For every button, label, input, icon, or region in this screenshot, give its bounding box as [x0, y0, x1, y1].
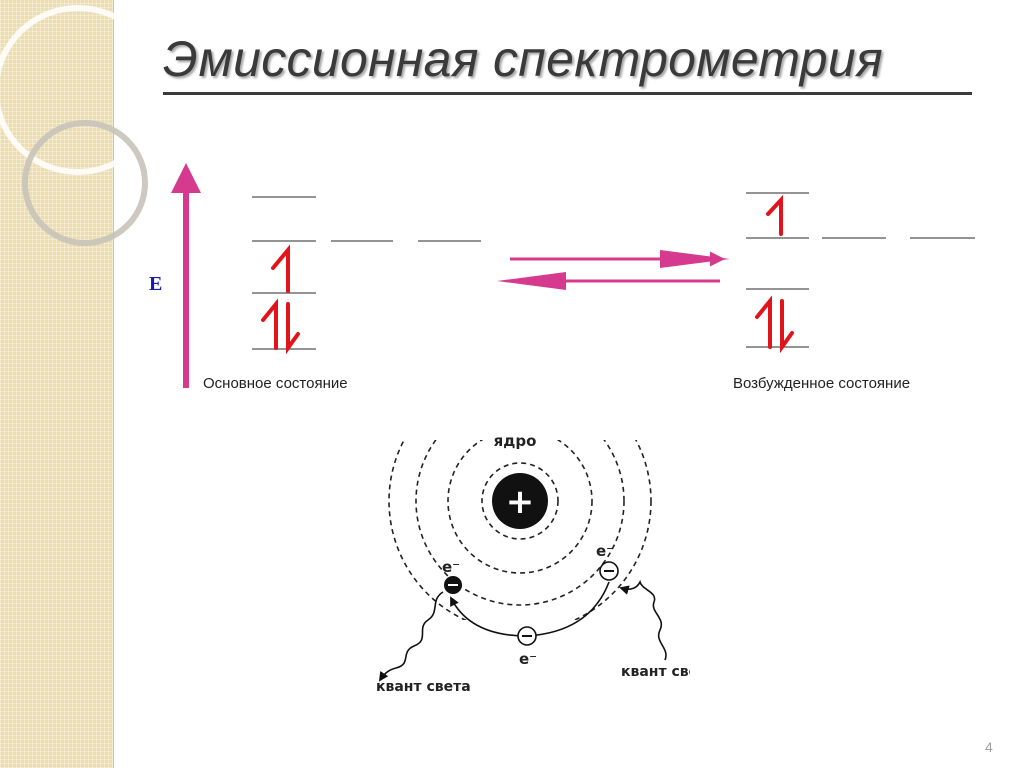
excited-electron-pair — [755, 295, 794, 354]
decorative-rings — [0, 5, 160, 246]
decorative-ring-small — [22, 120, 148, 246]
energy-axis-label: E — [149, 273, 163, 295]
page-number: 4 — [985, 739, 993, 755]
electron-label-bottom: e⁻ — [519, 650, 537, 668]
excited-state-label: Возбужденное состояние — [733, 375, 911, 392]
photon-label-right: квант света — [621, 664, 690, 680]
photon-in-wave — [619, 579, 667, 661]
title-underline — [163, 92, 972, 95]
electron-bottom — [517, 626, 537, 646]
orbit-1 — [481, 462, 559, 540]
orbit-3 — [415, 440, 625, 606]
ground-electron-pair — [261, 298, 300, 355]
ground-state-levels — [252, 196, 481, 350]
energy-axis-arrow — [171, 163, 201, 388]
electron-left — [444, 576, 462, 594]
electron-label-left: e⁻ — [442, 558, 460, 576]
emission-arrowhead — [497, 272, 566, 290]
decorative-ring-large — [0, 5, 160, 175]
excited-state-levels — [746, 192, 975, 348]
orbit-2 — [447, 440, 593, 574]
ground-state-label: Основное состояние — [203, 375, 348, 392]
slide-title: Эмиссионная спектрометрия — [163, 31, 884, 87]
photon-out-wave — [378, 591, 444, 682]
excitation-arrowhead — [660, 250, 730, 268]
electron-label-top: e⁻ — [596, 542, 614, 560]
photon-label-left: квант света — [376, 679, 471, 695]
nucleus-label: ядро — [494, 432, 537, 450]
electron-right — [599, 561, 619, 581]
orbit-4 — [388, 440, 652, 620]
ground-electron-up-single — [271, 244, 290, 293]
nucleus — [492, 473, 548, 529]
atom-diagram: + ядро e⁻ e⁻ e⁻ квант света квант света — [376, 432, 690, 695]
nucleus-sign: + — [506, 482, 535, 522]
excited-electron-up-single — [766, 194, 783, 236]
